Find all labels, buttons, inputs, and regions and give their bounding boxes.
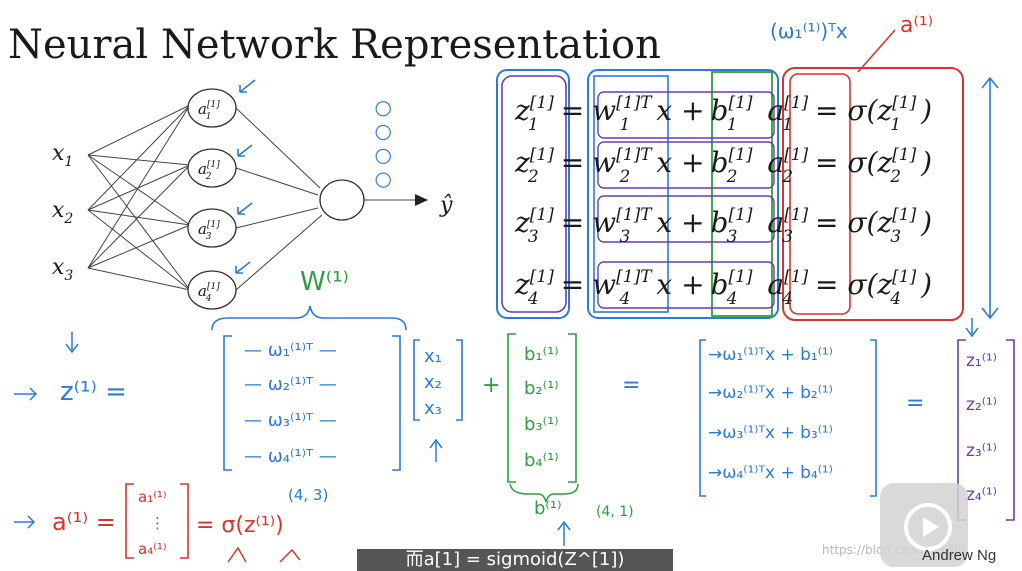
W-dimension: (4, 3) (288, 486, 328, 504)
z-column-box (496, 69, 570, 319)
a-vec-4: a₄⁽¹⁾ (138, 540, 167, 558)
x-vec-2: x₂ (424, 372, 442, 393)
hidden-node-4 (187, 270, 237, 310)
sigma-underline-arrows (227, 546, 301, 563)
wx-column-box (587, 69, 779, 319)
z-down-arrow-icon (65, 332, 79, 354)
hidden-node-1 (187, 88, 237, 128)
b-up-arrow-icon (557, 520, 571, 546)
b-vec-right-bracket (568, 333, 577, 483)
wx-row-4: →ω₄⁽¹⁾ᵀx + b₄⁽¹⁾ (708, 463, 833, 483)
x-vec-3: x₃ (424, 398, 442, 419)
W-row-3: — ω₃⁽¹⁾ᵀ — (244, 410, 337, 431)
sigma-expression: = σ(z⁽¹⁾) (196, 513, 284, 538)
z-right-arrow-icon (14, 387, 38, 401)
a-column-box (782, 67, 964, 321)
b-vec-left-bracket (507, 333, 516, 483)
play-triangle-icon (923, 517, 939, 537)
wx-row-3: →ω₃⁽¹⁾ᵀx + b₃⁽¹⁾ (708, 423, 833, 443)
z-column-inner-box (501, 75, 567, 313)
a-right-arrow-icon (14, 515, 36, 529)
b-label: b⁽¹⁾ (534, 498, 561, 519)
red-pointer-line (857, 29, 896, 73)
node-arrow-icons (235, 79, 256, 274)
row-box-2 (597, 141, 775, 189)
wx-left-bracket (699, 339, 706, 497)
row-box-3 (597, 195, 775, 243)
z-vec-right-bracket (1006, 339, 1015, 521)
row-box-1 (597, 91, 775, 139)
a-vec-1: a₁⁽¹⁾ (138, 488, 167, 506)
page-title: Neural Network Representation (8, 22, 661, 68)
author-name: Andrew Ng (922, 547, 997, 564)
z-vec-3: z₃⁽¹⁾ (966, 441, 997, 461)
W-row-4: — ω₄⁽¹⁾ᵀ — (244, 446, 337, 467)
W-matrix-left-bracket (223, 335, 232, 471)
top-a-annotation: a⁽¹⁾ (900, 13, 933, 38)
z-vec-4: z₄⁽¹⁾ (966, 485, 997, 505)
subtitle-caption: 而a[1] = sigmoid(Z^[1]) (357, 549, 673, 571)
top-w-annotation: (ω₁⁽¹⁾)ᵀx (770, 19, 848, 43)
W-brace (211, 305, 407, 331)
input-x1: x1 (52, 141, 73, 170)
z-vec-2: z₂⁽¹⁾ (966, 395, 997, 415)
play-button[interactable] (880, 483, 968, 567)
W-matrix-label: W⁽¹⁾ (300, 267, 349, 297)
hidden-node-2 (187, 148, 237, 188)
output-arrow-icon (415, 194, 428, 206)
x-vec-right-bracket (456, 339, 463, 421)
x-up-arrow-icon (429, 438, 443, 462)
plus-sign: + (482, 373, 500, 398)
z-label: z⁽¹⁾ = (60, 377, 127, 407)
input-x3: x3 (52, 255, 73, 284)
x-vec-1: x₁ (424, 346, 442, 367)
a-vec-dots: ⋮ (150, 514, 165, 532)
hidden-dots: ○ ○ ○ ○ (373, 100, 397, 189)
wx-row-1: →ω₁⁽¹⁾ᵀx + b₁⁽¹⁾ (708, 345, 833, 365)
b-vec-1: b₁⁽¹⁾ (524, 344, 559, 365)
vertical-double-arrow-icon (981, 76, 999, 320)
z-vec-1: z₁⁽¹⁾ (966, 351, 997, 371)
W-matrix-right-bracket (392, 335, 401, 471)
b-vec-4: b₄⁽¹⁾ (524, 450, 559, 471)
W-row-2: — ω₂⁽¹⁾ᵀ — (244, 374, 337, 395)
input-x2: x2 (52, 198, 73, 227)
b-brace (509, 483, 579, 503)
hidden-label-1: a[1]1 (198, 100, 220, 122)
output-node (319, 179, 365, 221)
row-box-4 (597, 261, 775, 309)
wx-right-bracket (870, 339, 877, 497)
a-vec-left-bracket (125, 483, 134, 559)
w-column-box (593, 75, 669, 313)
output-yhat: ŷ (439, 193, 453, 218)
equals-sign-1: = (622, 373, 640, 398)
a-inner-box (789, 73, 851, 315)
b-column-box (711, 71, 773, 317)
play-icon (904, 503, 952, 551)
a-label: a⁽¹⁾ = (52, 508, 116, 536)
W-row-1: — ω₁⁽¹⁾ᵀ — (244, 340, 337, 361)
equals-sign-2: = (906, 391, 924, 416)
network-edges (87, 104, 415, 291)
x-vec-left-bracket (413, 339, 420, 421)
hidden-label-4: a[1]4 (198, 282, 220, 304)
z-vec-down-arrow-icon (965, 318, 979, 338)
b-vec-2: b₂⁽¹⁾ (524, 378, 559, 399)
a-vec-right-bracket (180, 483, 189, 559)
b-vec-3: b₃⁽¹⁾ (524, 414, 559, 435)
hidden-label-2: a[1]2 (198, 160, 220, 182)
wx-row-2: →ω₂⁽¹⁾ᵀx + b₂⁽¹⁾ (708, 383, 833, 403)
b-dimension: (4, 1) (596, 504, 634, 520)
hidden-node-3 (187, 208, 237, 248)
hidden-label-3: a[1]3 (198, 220, 220, 242)
